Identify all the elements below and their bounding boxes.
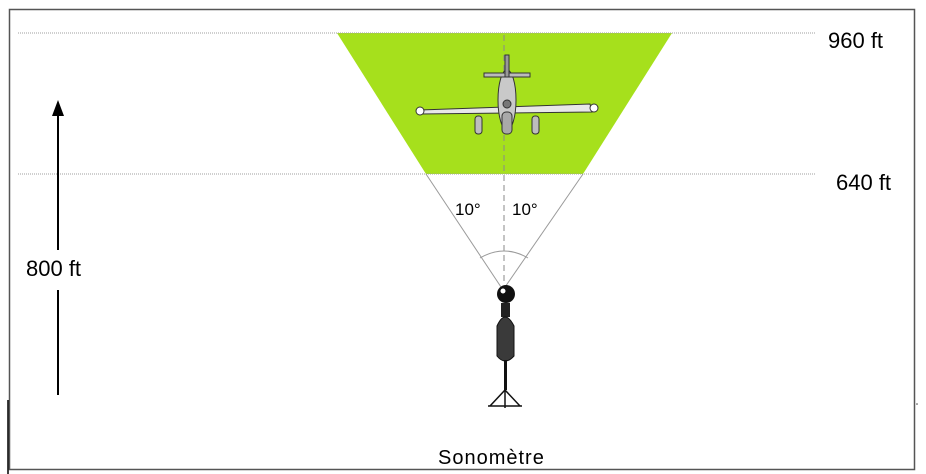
reference-altitude-label: 800 ft: [26, 256, 82, 281]
diagram-border: [8, 8, 916, 471]
aircraft-icon: [415, 54, 599, 135]
tripod-icon: [488, 388, 522, 408]
angle-arc: [479, 250, 529, 259]
right-angle-label: 10°: [512, 200, 538, 219]
sound-level-meter-icon: [496, 285, 515, 390]
left-angle-label: 10°: [455, 200, 481, 219]
cone-left-line: [425, 173, 504, 291]
cone-right-line: [502, 173, 584, 291]
upper-altitude-label: 960 ft: [828, 28, 884, 53]
instrument-label: Sonomètre: [438, 447, 545, 469]
up-arrow-icon: [52, 100, 64, 395]
lower-altitude-label: 640 ft: [836, 170, 892, 195]
edge-mark: [916, 403, 918, 405]
